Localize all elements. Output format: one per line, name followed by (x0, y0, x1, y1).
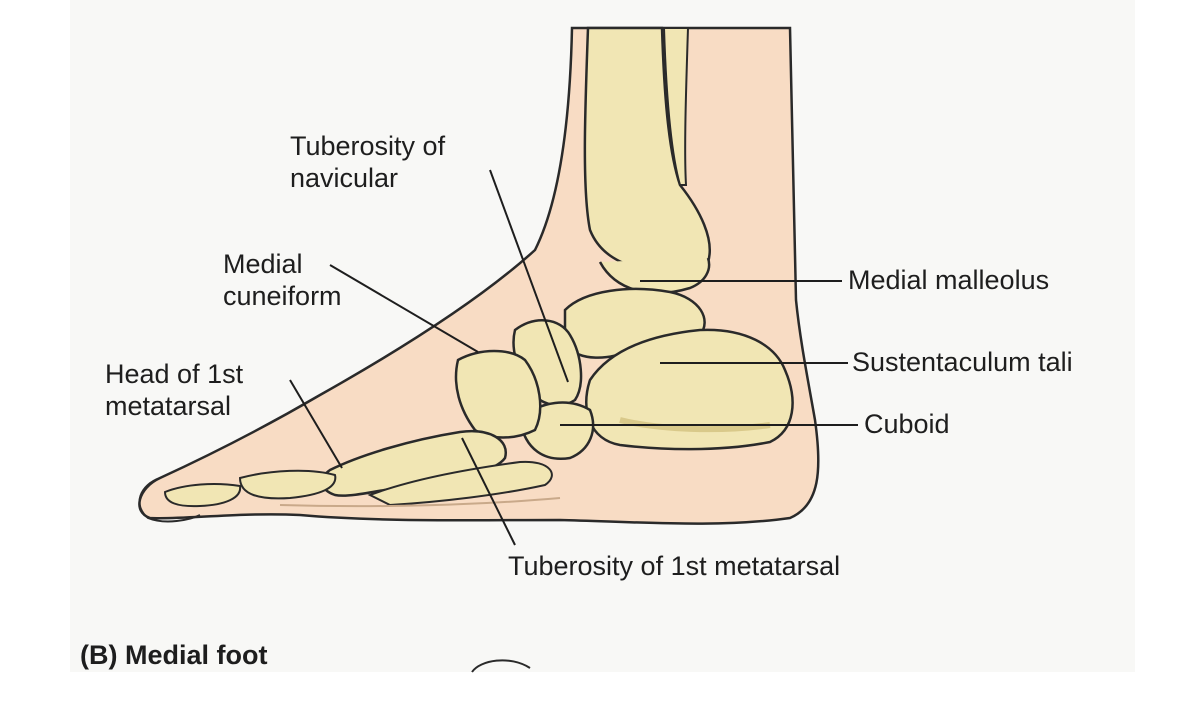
label-medial-cuneiform: Medial cuneiform (223, 248, 342, 312)
calcaneus-bone (585, 328, 794, 451)
medial-cuneiform-bone (454, 349, 542, 439)
medial-malleolus-bone (598, 257, 711, 295)
label-cuboid: Cuboid (864, 409, 950, 439)
label-tuberosity-of-1st-metatarsal: Tuberosity of 1st metatarsal (508, 551, 841, 581)
proximal-phalanx-bone (238, 469, 337, 500)
plantar-arch-line (279, 497, 561, 508)
great-toe-skin (138, 477, 201, 523)
label-head-of-1st-metatarsal-line1: Head of 1st (105, 359, 244, 389)
calcaneus-shading (619, 417, 771, 433)
label-tuberosity-of-navicular-line1: Tuberosity of (290, 131, 446, 161)
leader-tuberosity-first-metatarsal (461, 437, 516, 546)
label-tuberosity-of-navicular: Tuberosity of navicular (290, 130, 445, 194)
leader-head-first-metatarsal (289, 379, 343, 469)
second-metatarsal-bone (367, 460, 553, 507)
label-head-of-1st-metatarsal: Head of 1st metatarsal (105, 358, 243, 422)
next-figure-fragment (471, 659, 531, 673)
label-medial-cuneiform-line2: cuneiform (223, 281, 342, 311)
distal-phalanx-bone (163, 483, 242, 508)
label-sustentaculum-tali: Sustentaculum tali (852, 347, 1073, 377)
leader-tuberosity-navicular (489, 169, 569, 383)
fibula-bone (662, 27, 690, 186)
label-head-of-1st-metatarsal-line2: metatarsal (105, 391, 232, 421)
leader-medial-cuneiform (329, 264, 479, 353)
label-medial-malleolus: Medial malleolus (848, 265, 1050, 295)
figure-caption: (B) Medial foot (80, 640, 268, 670)
label-tuberosity-of-navicular-line2: navicular (290, 163, 399, 193)
label-medial-cuneiform-line1: Medial (223, 249, 303, 279)
